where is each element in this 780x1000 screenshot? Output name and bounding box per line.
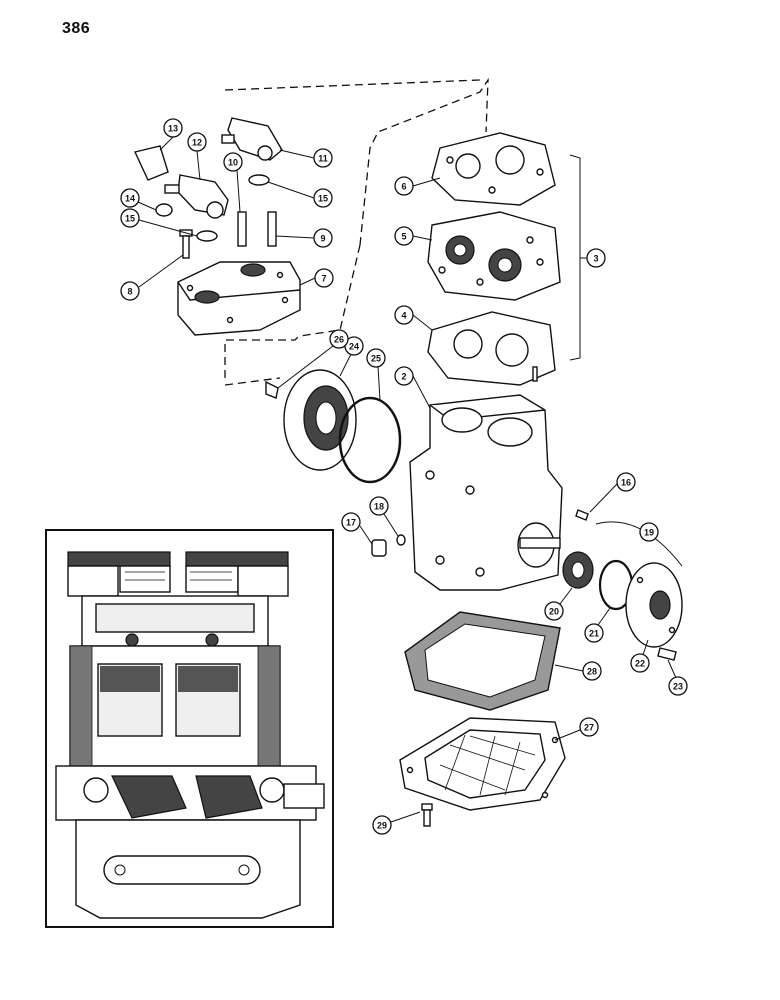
svg-text:19: 19 [644, 528, 654, 538]
callout-15b: 15 [313, 188, 333, 208]
callout-16: 16 [616, 472, 636, 492]
svg-text:28: 28 [587, 667, 597, 677]
callout-13: 13 [163, 118, 183, 138]
callout-23: 23 [668, 676, 688, 696]
gasket-4 [427, 311, 556, 386]
callout-9: 9 [313, 228, 333, 248]
svg-text:15: 15 [125, 214, 135, 224]
bottom-plate-27 [399, 717, 566, 811]
fitting-13 [134, 145, 169, 181]
fitting-12 [164, 174, 229, 219]
cylinder-head-7 [177, 261, 301, 336]
callout-5: 5 [394, 226, 414, 246]
gasket-28 [404, 611, 561, 711]
svg-text:27: 27 [584, 723, 594, 733]
seal-plate-24 [283, 369, 357, 471]
svg-text:7: 7 [321, 274, 326, 284]
callout-7: 7 [314, 268, 334, 288]
bolt-29 [421, 803, 433, 827]
svg-text:10: 10 [228, 158, 238, 168]
cutaway-inset [45, 529, 334, 928]
seal-20 [562, 551, 594, 589]
fitting-11 [221, 117, 283, 161]
svg-text:9: 9 [320, 234, 325, 244]
callout-19: 19 [639, 522, 659, 542]
svg-text:2: 2 [401, 372, 406, 382]
svg-text:8: 8 [127, 287, 132, 297]
bolt-23 [657, 647, 677, 661]
callout-12: 12 [187, 132, 207, 152]
screw-26 [265, 380, 279, 399]
o-ring-15-lower [196, 230, 218, 242]
svg-text:5: 5 [401, 232, 406, 242]
plug-17 [371, 539, 387, 557]
svg-text:18: 18 [374, 502, 384, 512]
svg-text:12: 12 [192, 138, 202, 148]
cap-14 [155, 203, 173, 217]
callout-17: 17 [341, 512, 361, 532]
svg-text:14: 14 [125, 194, 135, 204]
callout-10: 10 [223, 152, 243, 172]
o-ring-18 [396, 534, 406, 546]
gasket-6 [431, 132, 556, 206]
svg-text:13: 13 [168, 124, 178, 134]
callout-4: 4 [394, 305, 414, 325]
svg-text:29: 29 [377, 821, 387, 831]
svg-text:24: 24 [349, 342, 359, 352]
seal-cover-22 [625, 562, 683, 648]
svg-text:6: 6 [401, 182, 406, 192]
stud-9 [237, 211, 277, 247]
svg-text:20: 20 [549, 607, 559, 617]
page-number: 386 [62, 20, 91, 37]
callout-8: 8 [120, 281, 140, 301]
callout-18: 18 [369, 496, 389, 516]
callout-22: 22 [630, 653, 650, 673]
callout-21: 21 [584, 623, 604, 643]
callout-15a: 15 [120, 208, 140, 228]
boundary-lower [224, 244, 361, 386]
callout-27: 27 [579, 717, 599, 737]
valve-plate-5 [427, 211, 561, 301]
svg-text:11: 11 [318, 154, 328, 164]
head-assembly-boundary [224, 77, 489, 378]
svg-text:23: 23 [673, 682, 683, 692]
svg-text:3: 3 [593, 254, 598, 264]
callout-6: 6 [394, 176, 414, 196]
leader-lines [137, 136, 677, 823]
callout-26: 26 [329, 329, 349, 349]
bracket-19 [595, 521, 683, 567]
svg-text:15: 15 [318, 194, 328, 204]
svg-text:22: 22 [635, 659, 645, 669]
o-ring-15-upper [248, 174, 270, 186]
callout-29: 29 [372, 815, 392, 835]
svg-text:26: 26 [334, 335, 344, 345]
callout-14: 14 [120, 188, 140, 208]
callout-28: 28 [582, 661, 602, 681]
callout-2: 2 [394, 366, 414, 386]
callout-11: 11 [313, 148, 333, 168]
callout-20: 20 [544, 601, 564, 621]
svg-text:25: 25 [371, 354, 381, 364]
key-16 [575, 509, 589, 521]
svg-text:21: 21 [589, 629, 599, 639]
compressor-body-2 [409, 394, 563, 591]
callout-25: 25 [366, 348, 386, 368]
svg-text:16: 16 [621, 478, 631, 488]
svg-text:17: 17 [346, 518, 356, 528]
o-ring-25 [338, 396, 402, 484]
svg-text:4: 4 [401, 311, 406, 321]
callout-3: 3 [586, 248, 606, 268]
